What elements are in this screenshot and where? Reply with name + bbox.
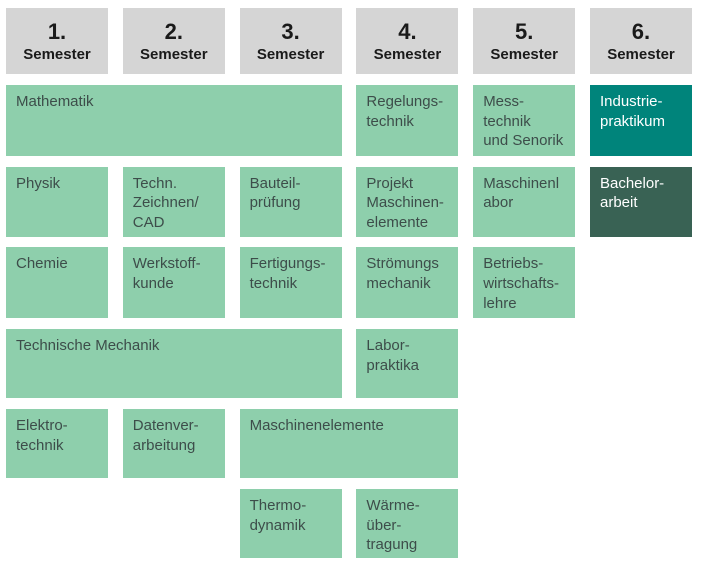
semester-label: Semester <box>607 46 675 64</box>
semester-label: Semester <box>490 46 558 64</box>
semester-header-3: 3. Semester <box>239 8 342 74</box>
course-block-laborpraktika: Labor- praktika <box>356 329 459 399</box>
semester-number: 4. <box>398 18 417 44</box>
semester-number: 1. <box>47 18 67 44</box>
course-block-stroemungsmechanik: Strömungs mechanik <box>356 247 459 319</box>
course-block-maschinenlabor: Maschinenl abor <box>473 166 576 237</box>
course-block-chemie: Chemie <box>6 247 108 319</box>
course-block-technische-mechanik: Technische Mechanik <box>6 329 342 399</box>
course-block-maschinenelemente: Maschinenelemente <box>239 408 459 478</box>
semester-number: 6. <box>631 18 651 44</box>
semester-label: Semester <box>256 46 325 64</box>
semester-header-1: 1. Semester <box>6 8 108 74</box>
semester-number: 5. <box>515 18 534 44</box>
course-block-projekt-maschinenelemente: Projekt Maschinen- elemente <box>356 166 459 237</box>
semester-number: 2. <box>164 18 183 44</box>
course-block-elektrotechnik: Elektro- technik <box>6 408 108 478</box>
course-block-industriepraktikum: Industrie- praktikum <box>589 84 692 156</box>
semester-number: 3. <box>281 18 300 44</box>
course-block-betriebswirtschaftslehre: Betriebs- wirtschafts- lehre <box>473 247 576 319</box>
semester-label: Semester <box>373 46 442 64</box>
course-block-physik: Physik <box>6 166 108 237</box>
course-block-techn-zeichnen-cad: Techn. Zeichnen/ CAD <box>122 166 225 237</box>
semester-header-4: 4. Semester <box>356 8 459 74</box>
course-block-regelungstechnik: Regelungs- technik <box>356 84 459 156</box>
course-block-fertigungstechnik: Fertigungs- technik <box>239 247 342 319</box>
course-block-mathematik: Mathematik <box>6 84 342 156</box>
course-block-bachelorarbeit: Bachelor- arbeit <box>589 166 692 237</box>
semester-header-6: 6. Semester <box>589 8 692 74</box>
course-block-datenverarbeitung: Datenver- arbeitung <box>122 408 225 478</box>
semester-label: Semester <box>140 46 208 64</box>
course-block-waermeuebertragung: Wärme- über- tragung <box>356 488 459 558</box>
course-block-werkstoffkunde: Werkstoff- kunde <box>122 247 225 319</box>
course-block-bauteilpruefung: Bauteil- prüfung <box>239 166 342 237</box>
semester-label: Semester <box>23 46 91 64</box>
course-block-thermodynamik: Thermo- dynamik <box>239 488 342 558</box>
course-block-messtechnik-und-sensorik: Mess-technik und Senorik <box>473 84 576 156</box>
semester-header-2: 2. Semester <box>122 8 225 74</box>
semester-header-5: 5. Semester <box>473 8 576 74</box>
